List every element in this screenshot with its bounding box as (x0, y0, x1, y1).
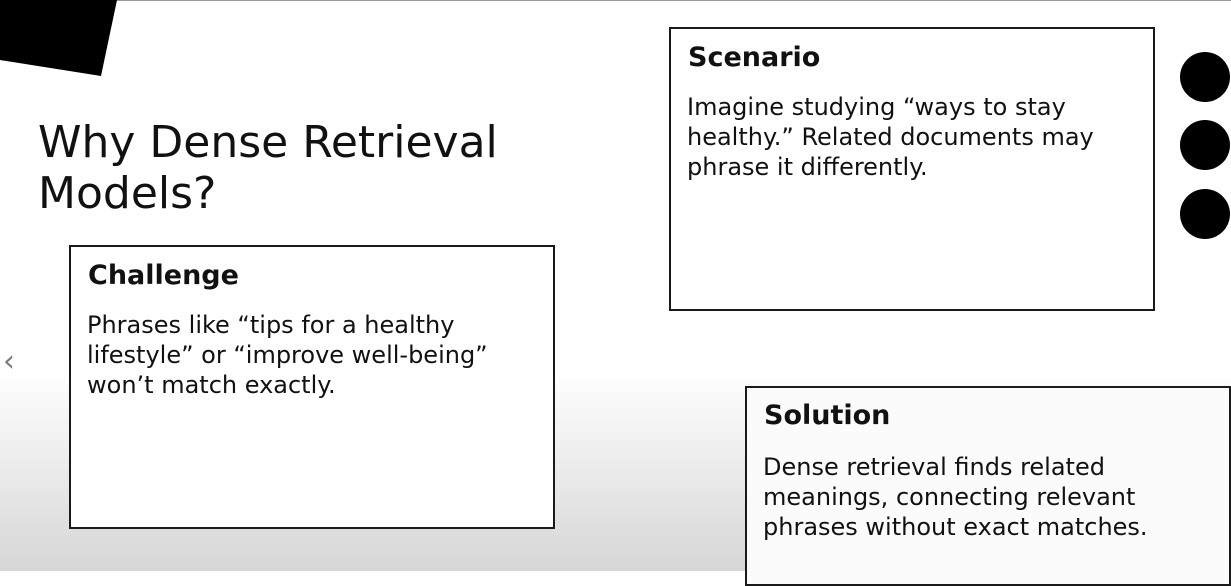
solution-body: Dense retrieval finds related meanings, … (763, 453, 1148, 541)
slide-title: Why Dense Retrieval Models? (38, 117, 498, 219)
challenge-card: Challenge Phrases like “tips for a healt… (69, 245, 555, 529)
decorative-dot-3 (1180, 189, 1230, 239)
scenario-body: Imagine studying “ways to stay healthy.”… (687, 93, 1094, 181)
previous-slide-button[interactable]: ‹ (0, 344, 18, 380)
challenge-body: Phrases like “tips for a healthy lifesty… (87, 311, 488, 399)
solution-heading: Solution (764, 400, 891, 431)
decorative-dot-2 (1180, 120, 1230, 170)
corner-decoration (0, 0, 117, 76)
decorative-dot-1 (1180, 52, 1230, 102)
solution-card: Solution Dense retrieval finds related m… (745, 386, 1231, 586)
chevron-left-icon: ‹ (3, 344, 15, 379)
top-divider (0, 0, 1231, 1)
challenge-heading: Challenge (88, 260, 239, 291)
scenario-card: Scenario Imagine studying “ways to stay … (669, 27, 1155, 311)
scenario-heading: Scenario (688, 42, 821, 73)
